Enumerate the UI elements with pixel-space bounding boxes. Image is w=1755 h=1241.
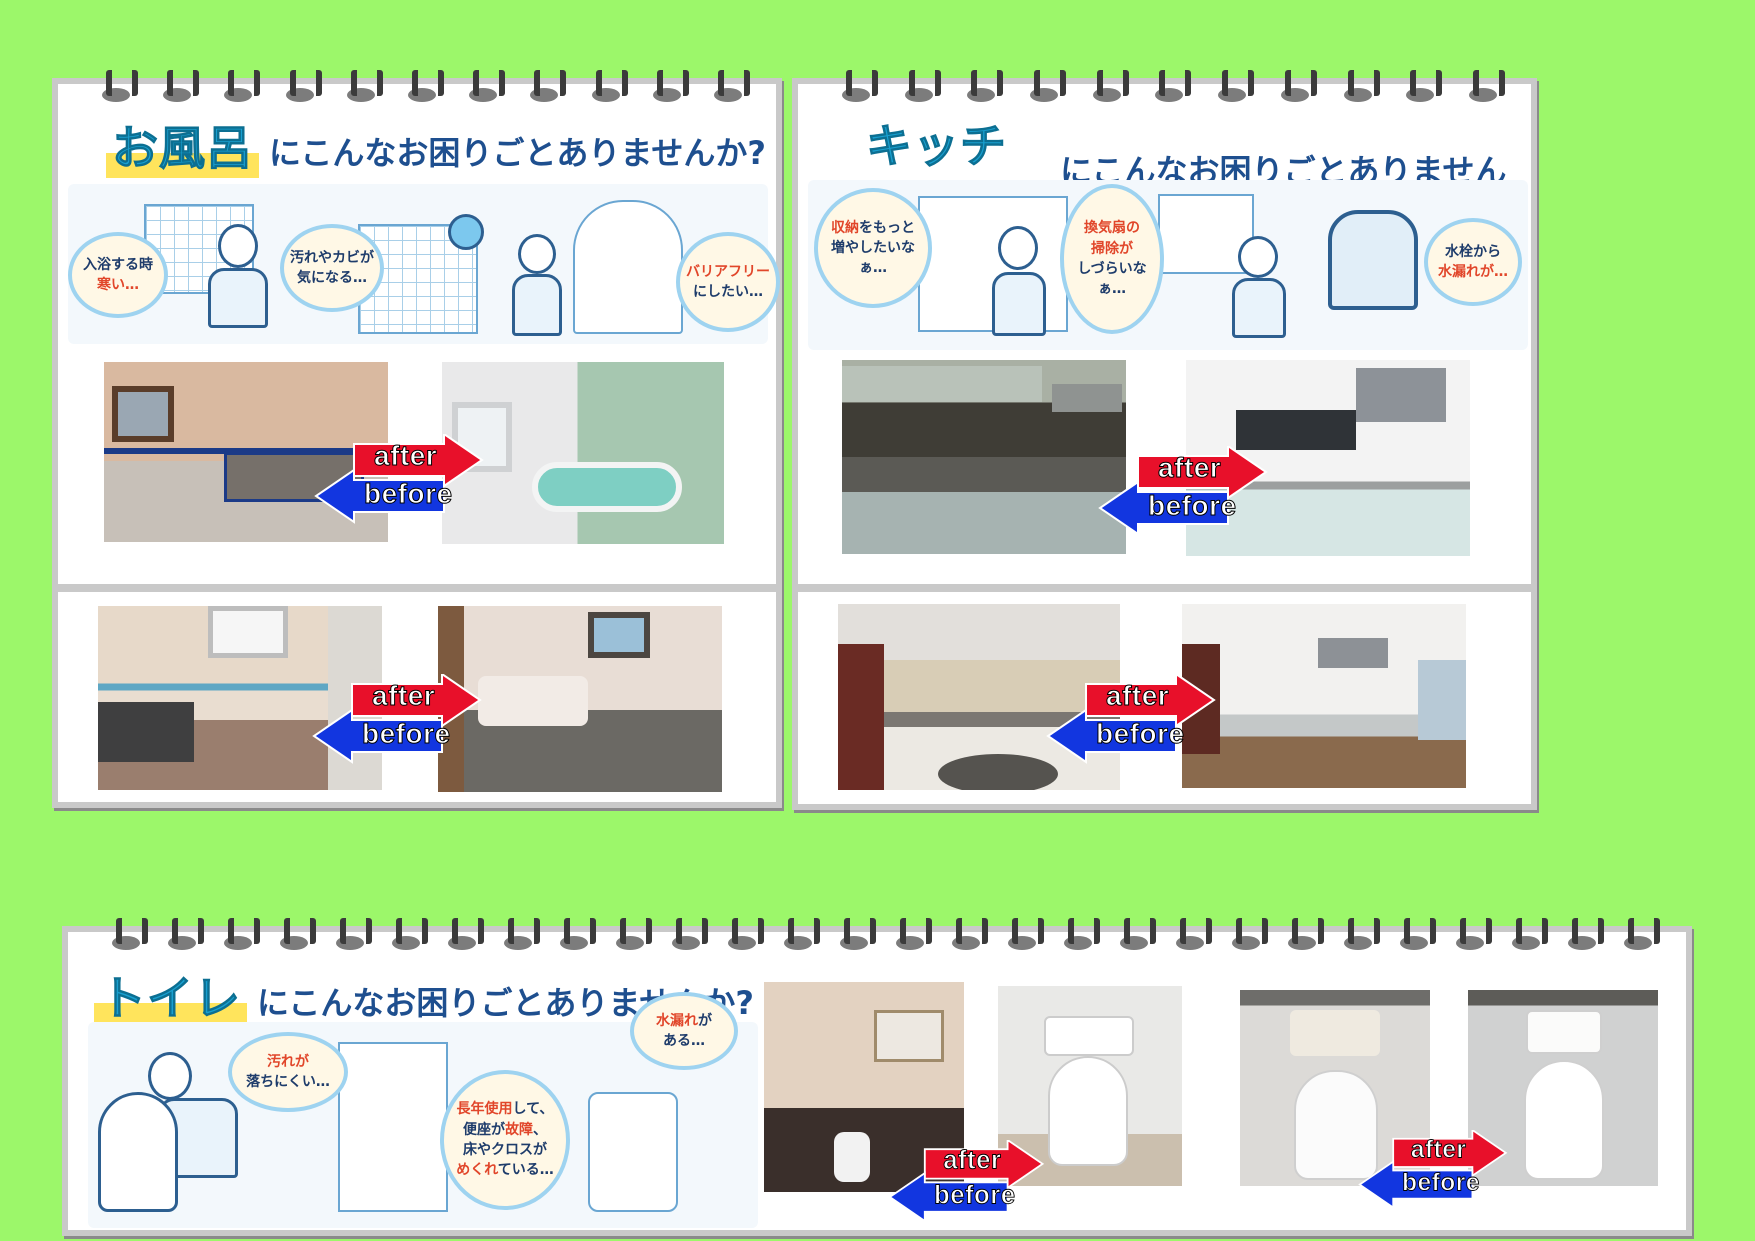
toilet-keyword: トイレ <box>94 962 247 1028</box>
kitchen-after-before-arrow-1: after before <box>1098 444 1268 536</box>
kitchen-divider <box>798 584 1531 592</box>
toilet-after-photo-1 <box>998 986 1182 1186</box>
bath-after-before-arrow-2: after before <box>312 672 482 764</box>
toilet-bubble-leak: 水漏れがある… <box>630 992 738 1070</box>
scrubbing-person-icon <box>148 1052 192 1100</box>
toilet-bubble-dirt: 汚れが落ちにくい… <box>228 1032 348 1112</box>
elderly-person-icon <box>518 234 556 274</box>
kitchen-bubble-storage: 収納をもっと増やしたいなぁ… <box>814 188 932 308</box>
cold-person-icon <box>218 224 258 268</box>
bath-bubble-barrierfree: バリアフリーにしたい… <box>676 232 780 332</box>
mold-virus-icon <box>448 214 484 250</box>
bath-heading-suffix: にこんなお困りごとありませんか? <box>269 134 766 172</box>
worried-woman-icon <box>998 226 1038 270</box>
kitchen-after-photo-2 <box>1182 604 1466 788</box>
bath-divider <box>58 584 776 592</box>
toilet-after-before-arrow-2: after before <box>1358 1128 1508 1210</box>
bath-notebook: お風呂 にこんなお困りごとありませんか? 入浴する時寒い… 汚れやカビが気になる… <box>52 70 782 808</box>
kitchen-bubble-fan: 換気扇の掃除がしづらいなぁ… <box>1060 184 1164 334</box>
bath-heading: お風呂 にこんなお困りごとありませんか? <box>106 112 766 178</box>
toilet-bowl-icon <box>98 1092 178 1212</box>
toilet-after-before-arrow-1: after before <box>888 1138 1045 1223</box>
kitchen-bubble-faucet: 水栓から水漏れが… <box>1424 218 1522 306</box>
bath-bubble-mold: 汚れやカビが気になる… <box>280 224 384 312</box>
bath-after-photo-2 <box>438 606 722 792</box>
notebook-rings <box>108 918 1660 952</box>
bath-illustration-strip <box>68 184 768 344</box>
cleaning-woman-icon <box>1238 236 1278 278</box>
toilet-bubble-oldage: 長年使用して、便座が故障、床やクロスがめくれている… <box>440 1070 570 1210</box>
bath-after-photo-1 <box>442 362 724 544</box>
kitchen-after-before-arrow-2: after before <box>1046 672 1216 764</box>
toilet-notebook: トイレ にこんなお困りごとありませんか? 汚れが落ちにくい… 長年使用して、便座… <box>62 918 1692 1236</box>
bath-keyword: お風呂 <box>106 112 259 178</box>
kitchen-before-photo-1 <box>842 360 1126 554</box>
faucet-leak-icon <box>1328 210 1418 310</box>
bath-after-before-arrow-1: after before <box>314 432 484 524</box>
leaking-toilet-scene <box>588 1092 678 1212</box>
notebook-rings <box>98 70 750 104</box>
bath-bubble-cold: 入浴する時寒い… <box>68 232 168 318</box>
kitchen-before-photo-2 <box>838 604 1120 790</box>
notebook-rings <box>838 70 1505 104</box>
old-toilet-scene <box>338 1042 448 1212</box>
barrier-free-bath-scene <box>573 200 683 334</box>
